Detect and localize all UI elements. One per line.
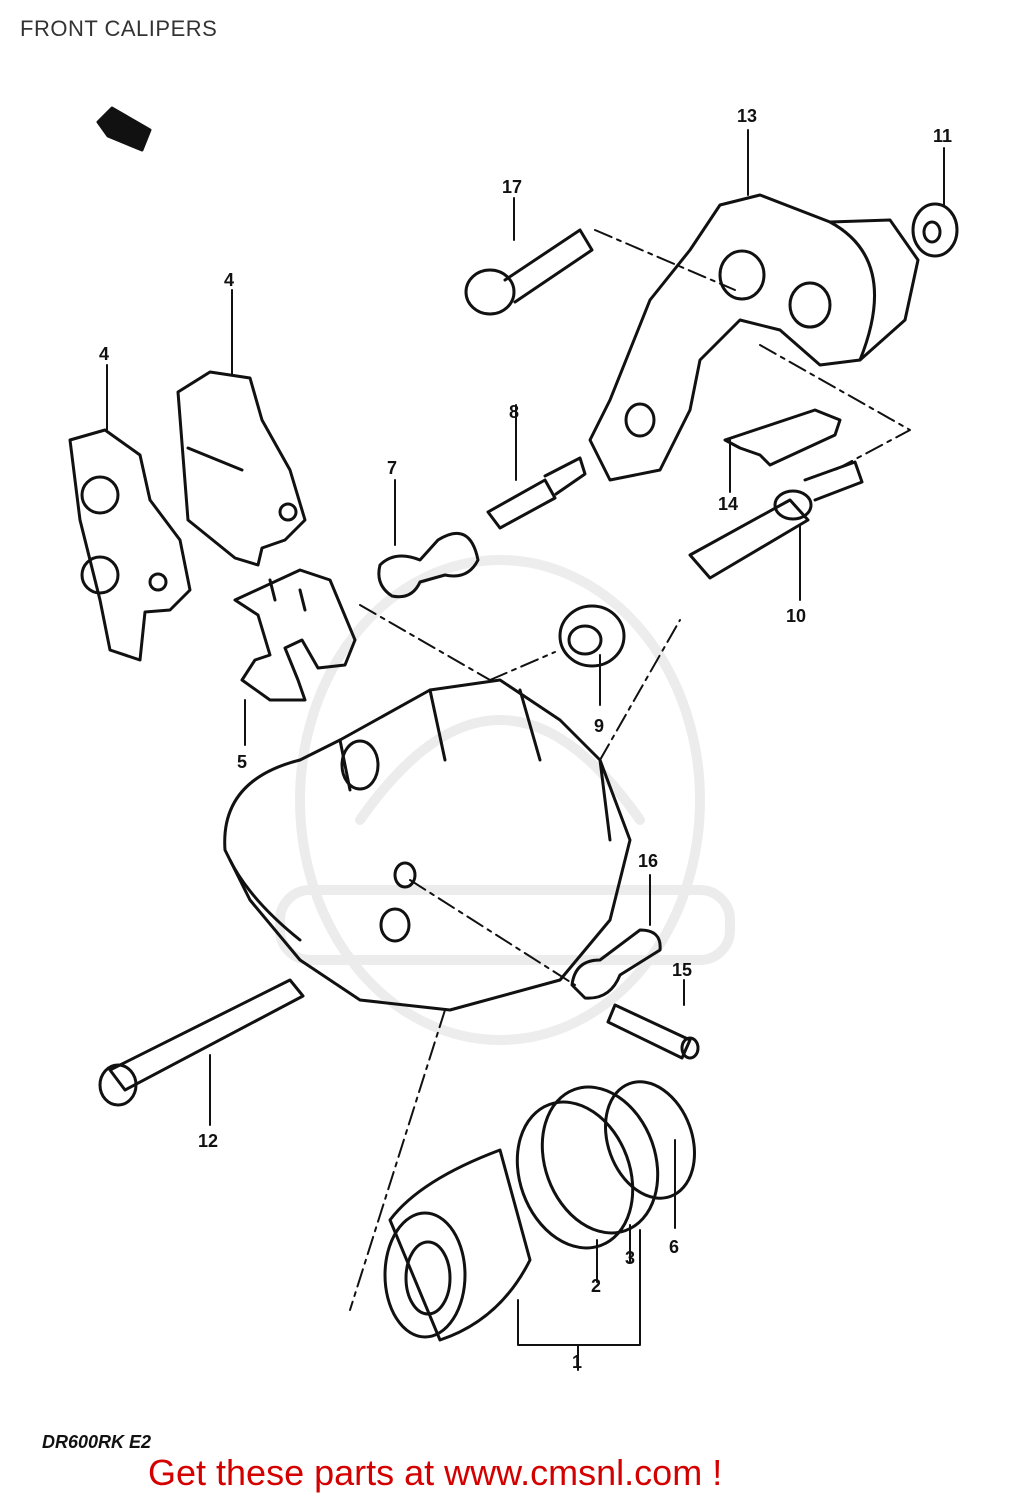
forward-arrow-icon: [96, 106, 152, 152]
part-number-17: 17: [502, 177, 522, 197]
assembly-guide-lines: [349, 229, 911, 1311]
pad-spring: [233, 568, 357, 702]
part-number-12: 12: [198, 1131, 218, 1151]
part-number-6: 6: [669, 1237, 679, 1257]
piston-assembly: [383, 1080, 696, 1342]
part-number-labels: 4 4 5 7 8 9 10 11 12 13 14 15 16 17 6 3 …: [99, 106, 952, 1372]
part-number-8: 8: [509, 402, 519, 422]
watermark-logo: [275, 555, 735, 1045]
bleeder-cap: [570, 928, 662, 1000]
caliper-bracket: [588, 193, 920, 482]
part-number-5: 5: [237, 752, 247, 772]
slide-pin-small: [486, 456, 587, 530]
part-number-14: 14: [718, 494, 738, 514]
part-number-11: 11: [933, 126, 952, 146]
part-number-10: 10: [786, 606, 806, 626]
bracket-bolt: [464, 228, 594, 316]
bracket-nut: [911, 202, 959, 258]
part-number-1: 1: [572, 1352, 582, 1372]
promo-banner[interactable]: Get these parts at www.cmsnl.com !: [148, 1452, 723, 1493]
model-code-label: DR600RK E2: [42, 1432, 152, 1452]
dust-boot: [377, 531, 480, 599]
part-number-4a: 4: [224, 270, 234, 290]
bleeder-valve: [606, 1003, 700, 1060]
part-number-7: 7: [387, 458, 397, 478]
pin-boot: [558, 604, 626, 668]
callout-leader-lines: [106, 129, 945, 1371]
part-number-13: 13: [737, 106, 757, 126]
part-number-16: 16: [638, 851, 658, 871]
brake-pad: [176, 370, 307, 567]
part-number-2: 2: [591, 1276, 601, 1296]
brake-pad-shim: [68, 428, 192, 662]
part-number-9: 9: [594, 716, 604, 736]
caliper-bolt: [98, 978, 305, 1107]
slide-pin-long: [688, 460, 864, 580]
part-number-3: 3: [625, 1248, 635, 1268]
part-number-15: 15: [672, 960, 692, 980]
part-number-4b: 4: [99, 344, 109, 364]
pad-retainer-clip: [723, 408, 842, 467]
page-title: FRONT CALIPERS: [20, 16, 218, 41]
caliper-body: [223, 678, 632, 1012]
